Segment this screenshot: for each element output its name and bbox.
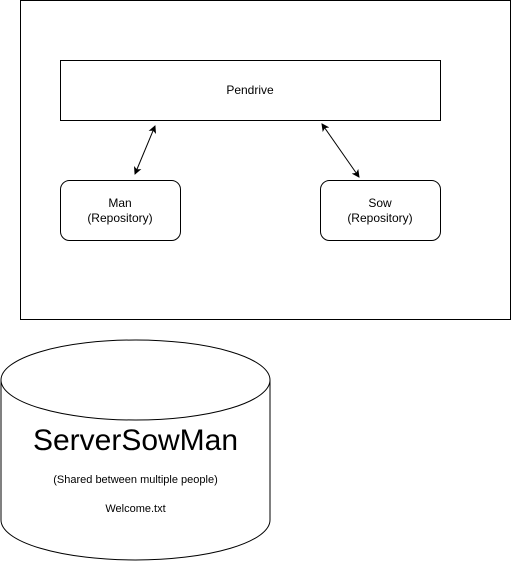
repository-name-sow: Sow: [368, 196, 392, 210]
repository-type-man: (Repository): [87, 211, 153, 225]
repository-box-man[interactable]: [60, 180, 181, 241]
server-subtitle: (Shared between multiple people): [53, 474, 218, 486]
repository-box-sow[interactable]: [320, 180, 441, 241]
repository-label-man: Man (Repository): [60, 196, 180, 226]
server-file: Welcome.txt: [105, 503, 166, 515]
outer-container: [20, 0, 511, 320]
repository-name-man: Man: [108, 196, 132, 210]
pendrive-box[interactable]: [60, 60, 441, 121]
repository-label-sow: Sow (Repository): [320, 196, 440, 226]
arrow-sow-pendrive: [321, 123, 360, 178]
server-title: ServerSowMan: [32, 424, 239, 457]
server-cylinder[interactable]: [0, 339, 271, 561]
repository-type-sow: (Repository): [347, 211, 413, 225]
arrow-man-pendrive: [134, 125, 156, 175]
pendrive-label: Pendrive: [226, 83, 274, 97]
